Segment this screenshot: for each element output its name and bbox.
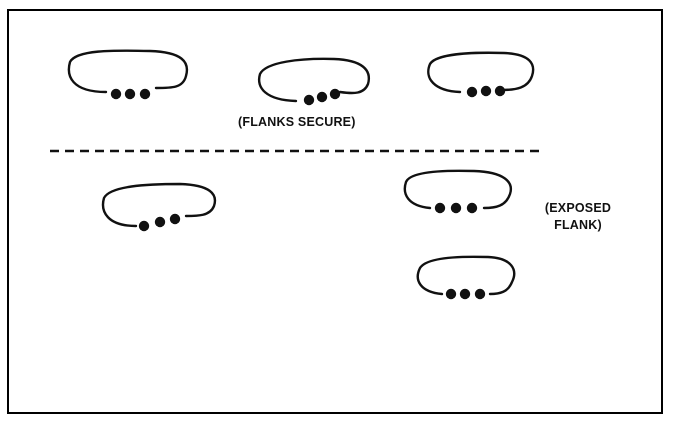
exposed-flank-label-line1: (EXPOSED <box>545 201 611 215</box>
diagram-frame <box>7 9 663 414</box>
unit-dot <box>480 85 492 97</box>
unit-dot <box>474 288 486 300</box>
unit-dot <box>303 94 315 106</box>
unit-top-right <box>427 51 535 98</box>
unit-dot <box>110 88 122 100</box>
unit-dot <box>124 88 136 100</box>
unit-exposed-lower <box>416 255 516 300</box>
unit-dot <box>169 213 181 225</box>
unit-dot <box>434 202 446 214</box>
unit-dot <box>445 288 457 300</box>
unit-dot <box>138 220 150 232</box>
unit-exposed-upper <box>403 169 513 214</box>
unit-dot <box>154 216 166 228</box>
unit-dot <box>494 85 506 97</box>
unit-dot <box>329 88 341 100</box>
unit-top-left <box>67 49 189 100</box>
unit-dot <box>459 288 471 300</box>
unit-dot <box>466 202 478 214</box>
exposed-flank-label-line2: FLANK) <box>554 218 602 232</box>
unit-dot <box>450 202 462 214</box>
unit-top-center <box>257 57 371 106</box>
unit-bottom-left <box>101 182 217 232</box>
unit-dot <box>139 88 151 100</box>
flanks-secure-label: (FLANKS SECURE) <box>238 115 356 129</box>
unit-dot <box>466 86 478 98</box>
unit-dot <box>316 91 328 103</box>
